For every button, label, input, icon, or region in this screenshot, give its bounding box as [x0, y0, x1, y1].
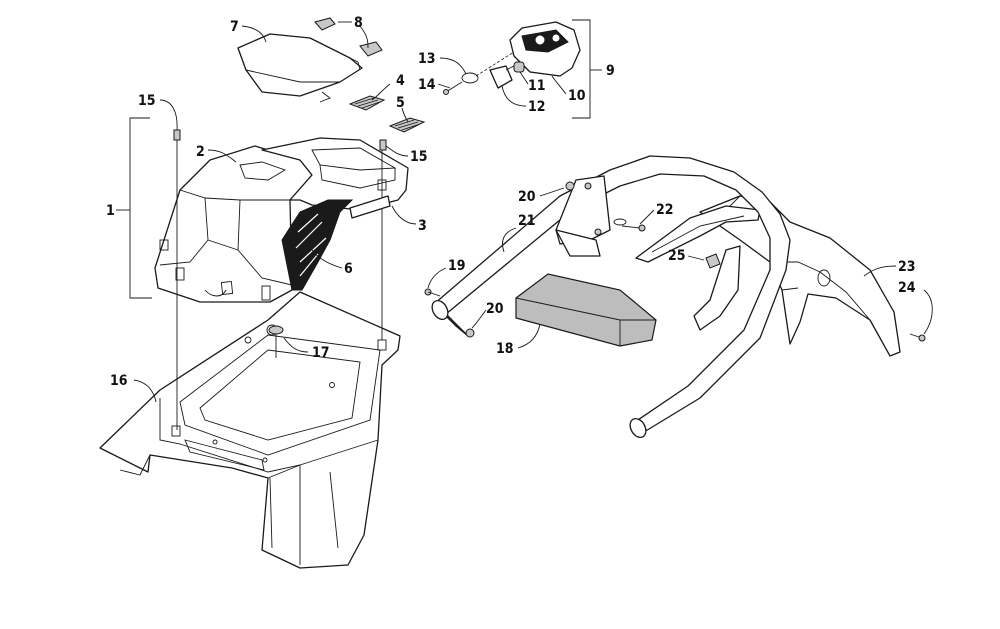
callout-15a: 15	[138, 93, 156, 109]
callout-15b: 15	[410, 149, 428, 165]
callout-22: 22	[656, 202, 674, 218]
part-7-bracket	[237, 33, 363, 103]
part-13-spacer	[461, 72, 479, 84]
callout-5: 5	[396, 95, 405, 111]
part-3-rail	[349, 195, 391, 219]
part-25-pad	[705, 253, 721, 269]
callout-11: 11	[528, 78, 546, 94]
part-5-pad	[388, 117, 426, 133]
part-12-socket	[489, 65, 515, 89]
leader-lines	[116, 19, 933, 403]
callout-18: 18	[496, 341, 514, 357]
callout-21: 21	[518, 213, 536, 229]
part-18-foam-block	[515, 273, 657, 347]
callout-20a: 20	[518, 189, 536, 205]
callout-7: 7	[230, 19, 239, 35]
callout-4: 4	[396, 73, 405, 89]
callout-14: 14	[418, 77, 436, 93]
part-8-clips	[314, 17, 383, 57]
callout-16: 16	[110, 373, 128, 389]
part-22-bracket	[635, 205, 761, 263]
callout-3: 3	[418, 218, 427, 234]
fastener-screws	[424, 181, 926, 342]
callout-9: 9	[606, 63, 615, 79]
part-21-bumper	[431, 155, 791, 438]
part-2-rear-cover	[154, 137, 409, 303]
part-17-grommet	[268, 325, 284, 358]
callout-17: 17	[312, 345, 330, 361]
callout-8: 8	[354, 15, 363, 31]
callout-6: 6	[344, 261, 353, 277]
part-4-pad	[348, 95, 386, 111]
callout-13: 13	[418, 51, 436, 67]
callout-10: 10	[568, 88, 586, 104]
callout-1: 1	[106, 203, 115, 219]
callout-25: 25	[668, 248, 686, 264]
part-14-screw	[443, 51, 515, 95]
callout-2: 2	[196, 144, 205, 160]
callout-labels: 1 2 3 4 5 6 7 8 9 10 11 12 13 14 15 15 1…	[106, 15, 916, 389]
callout-24: 24	[898, 280, 916, 296]
part-10-tail-light	[509, 21, 581, 77]
callout-19: 19	[448, 258, 466, 274]
callout-23: 23	[898, 259, 916, 275]
part-16-rear-body	[99, 291, 401, 569]
callout-20b: 20	[486, 301, 504, 317]
part-6-decal	[281, 199, 354, 291]
callout-12: 12	[528, 99, 546, 115]
part-11-bulb	[513, 61, 525, 73]
